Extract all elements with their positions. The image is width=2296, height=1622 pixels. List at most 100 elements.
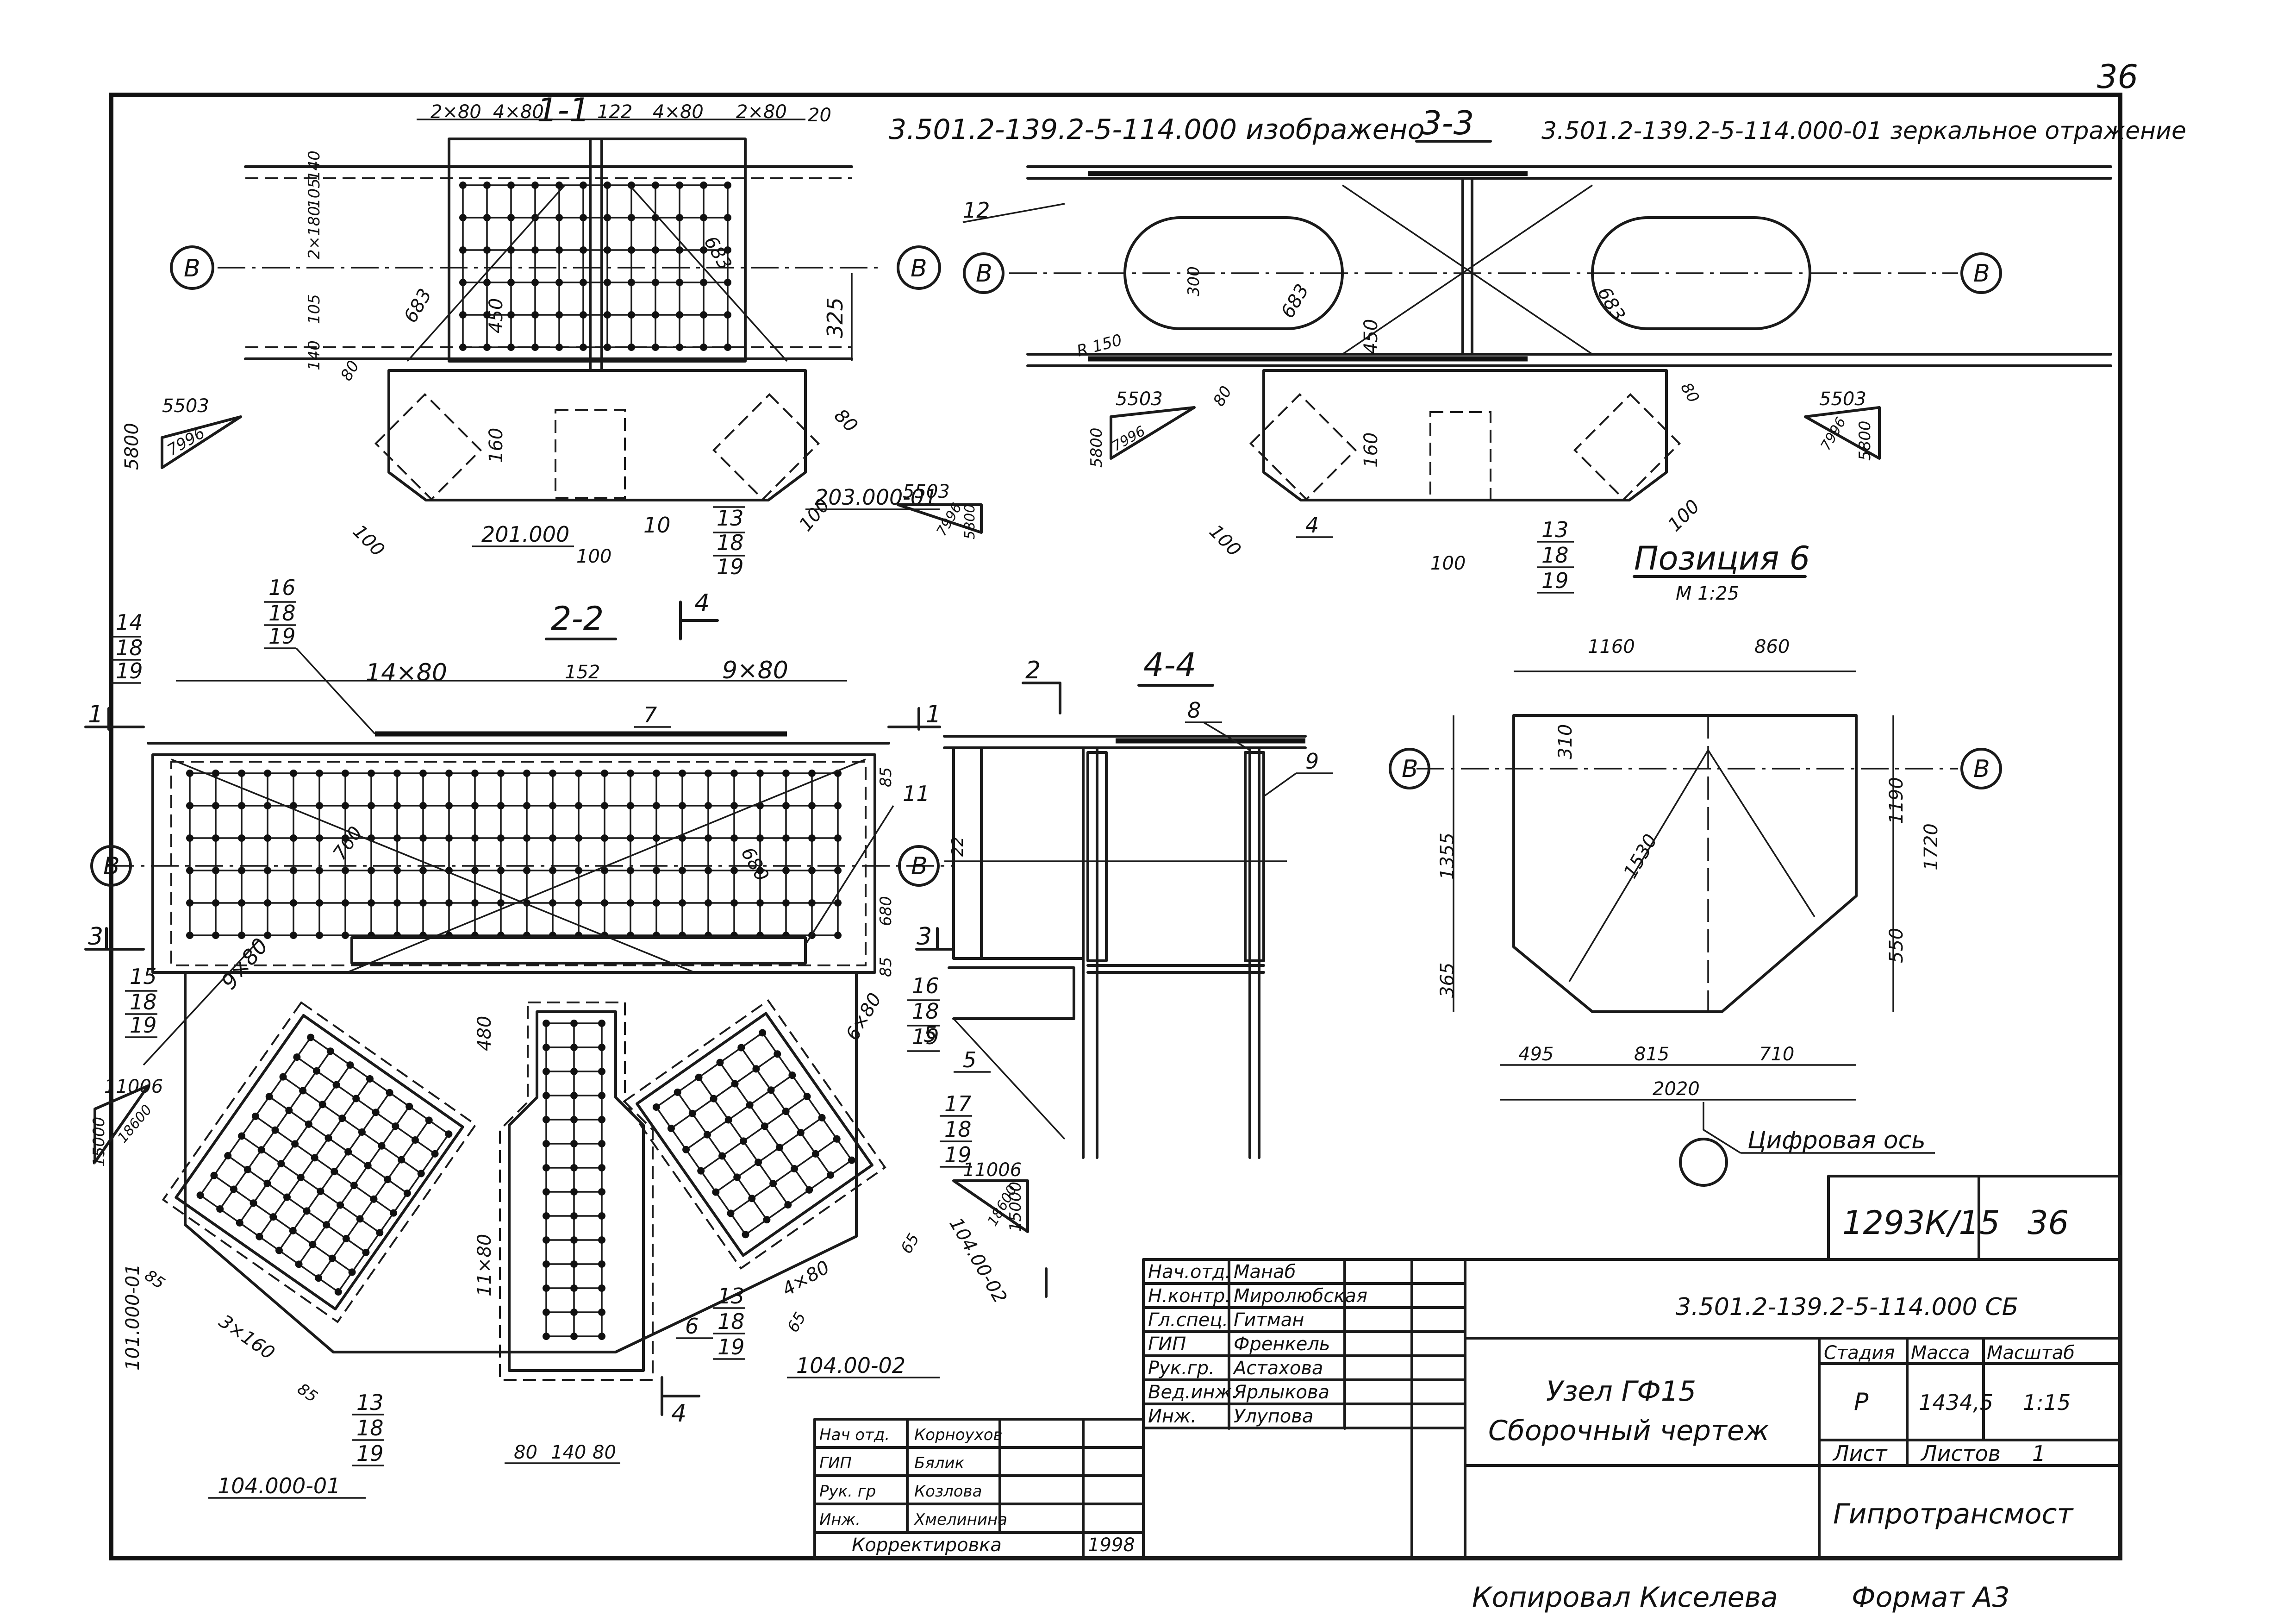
bolt (667, 1124, 675, 1132)
bolt (459, 279, 467, 286)
ref-label: 13 (356, 1390, 384, 1415)
section-3-3-title: 3-3 (1421, 104, 1474, 142)
bolt (730, 802, 738, 809)
bolt (251, 1112, 259, 1120)
ref-label: 19 (130, 1013, 157, 1038)
bolt (393, 899, 401, 907)
bolt (523, 802, 530, 809)
bolt (316, 899, 323, 907)
role-name: Гитман (1234, 1309, 1304, 1331)
bolt (756, 770, 764, 777)
bolt (759, 1029, 767, 1037)
bolt (471, 802, 479, 809)
bolt (755, 1159, 762, 1166)
dim: 2×80 (736, 101, 787, 123)
bolt (543, 1333, 550, 1340)
bolt (601, 867, 608, 874)
bolt (827, 1171, 835, 1179)
bolt (328, 1254, 336, 1262)
ref-label: 5 (963, 1047, 976, 1072)
role-name: Ярлыкова (1233, 1382, 1329, 1403)
bolt (305, 1120, 312, 1128)
slope-triangle: 5503 5800 7996 (121, 395, 242, 470)
bolt (601, 834, 608, 842)
bolt (507, 182, 515, 189)
bolt (212, 867, 219, 874)
bolt (275, 1246, 283, 1254)
bolt (628, 246, 635, 254)
bolt (737, 1044, 745, 1052)
bolt (295, 1260, 303, 1268)
bolt (523, 867, 530, 874)
dim: 80 (337, 357, 363, 384)
dim: 760 (329, 823, 367, 864)
bolt (700, 279, 707, 286)
slope-value: 5503 (162, 395, 209, 417)
bolt (342, 770, 349, 777)
dim: 65 (784, 1309, 810, 1335)
bolt (724, 344, 731, 351)
axis-marker-b: В В (170, 245, 941, 290)
bolt (710, 1095, 718, 1102)
slope-value: 7996 (164, 424, 208, 460)
bolt (342, 899, 349, 907)
dim: 122 (597, 101, 632, 123)
dim: 105 (305, 178, 324, 208)
dim: 325 (823, 297, 848, 338)
dim: 495 (1518, 1044, 1554, 1065)
correction-role: Рук. гр (819, 1482, 876, 1501)
ref-label: 19 (944, 1142, 972, 1167)
bolt (627, 802, 634, 809)
bolt (250, 1199, 257, 1207)
dim: 683 (1277, 281, 1313, 322)
bolt (318, 1101, 326, 1108)
bolt (705, 834, 712, 842)
bolt (700, 311, 707, 319)
bolt (756, 867, 764, 874)
bolt (628, 344, 635, 351)
bolt (679, 899, 686, 907)
bolt (238, 932, 245, 939)
bolt (323, 1221, 331, 1229)
bolt (216, 1205, 224, 1213)
bolt (342, 802, 349, 809)
bolt (724, 279, 731, 286)
bolt (368, 802, 375, 809)
bolt (688, 1109, 696, 1117)
bolt (700, 214, 707, 221)
bolt (238, 867, 245, 874)
bolt (393, 770, 401, 777)
bolt (848, 1156, 855, 1164)
bolt (497, 867, 505, 874)
dim: 160 (486, 428, 507, 463)
dim: 2020 (1653, 1078, 1700, 1100)
bolt (705, 770, 712, 777)
bolt (716, 1058, 724, 1066)
bolt (598, 1164, 605, 1171)
bolt (652, 182, 659, 189)
slope-value: 5800 (1856, 420, 1874, 461)
bolt (761, 1122, 768, 1130)
bolt (818, 1114, 826, 1121)
bolt (543, 1188, 550, 1196)
bolt (834, 802, 842, 809)
bolt (384, 1176, 392, 1184)
bolt (362, 1248, 370, 1256)
bolt (705, 802, 712, 809)
bolt (628, 311, 635, 319)
section-2-2-title: 2-2 (551, 600, 604, 638)
bolt (224, 1152, 232, 1160)
bolt (277, 1160, 285, 1168)
bolt (604, 214, 611, 221)
bolt (570, 1164, 578, 1171)
bolt (679, 802, 686, 809)
bolt (471, 899, 479, 907)
dim: 310 (1555, 724, 1576, 759)
bolt (763, 1216, 771, 1224)
bolt (705, 899, 712, 907)
bolt (727, 1209, 735, 1217)
bolt (549, 867, 556, 874)
dim: 20 (808, 105, 831, 126)
role-name: Миролюбская (1234, 1285, 1367, 1307)
bolt (543, 1309, 550, 1316)
